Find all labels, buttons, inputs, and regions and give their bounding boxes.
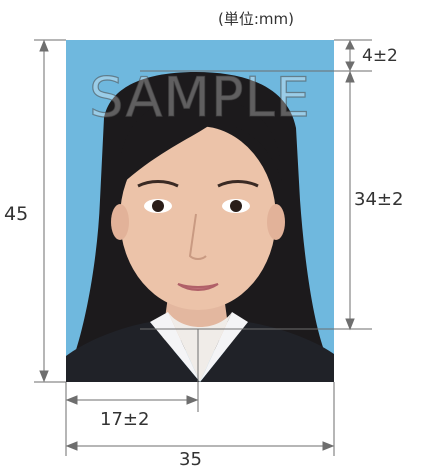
unit-label: (単位:mm) [218, 10, 294, 28]
left-ear [111, 204, 129, 240]
jacket-left [66, 322, 200, 382]
left-eyebrow [137, 180, 179, 188]
right-iris [230, 200, 242, 212]
hair-fringe [118, 98, 282, 184]
nose [188, 213, 207, 260]
photo-width-label: 35 [179, 449, 202, 470]
right-eyebrow [217, 180, 259, 188]
face [120, 126, 276, 310]
mouth [177, 283, 219, 291]
chin-offset-label: 17±2 [100, 409, 150, 430]
left-iris [152, 200, 164, 212]
right-ear [267, 204, 285, 240]
dimension-lines [34, 39, 372, 456]
sample-watermark: SAMPLE [89, 65, 311, 129]
photo-height-label: 45 [4, 203, 29, 225]
face-height-label: 34±2 [354, 189, 404, 210]
top-margin-label: 4±2 [362, 46, 398, 66]
jacket-right [200, 322, 334, 382]
